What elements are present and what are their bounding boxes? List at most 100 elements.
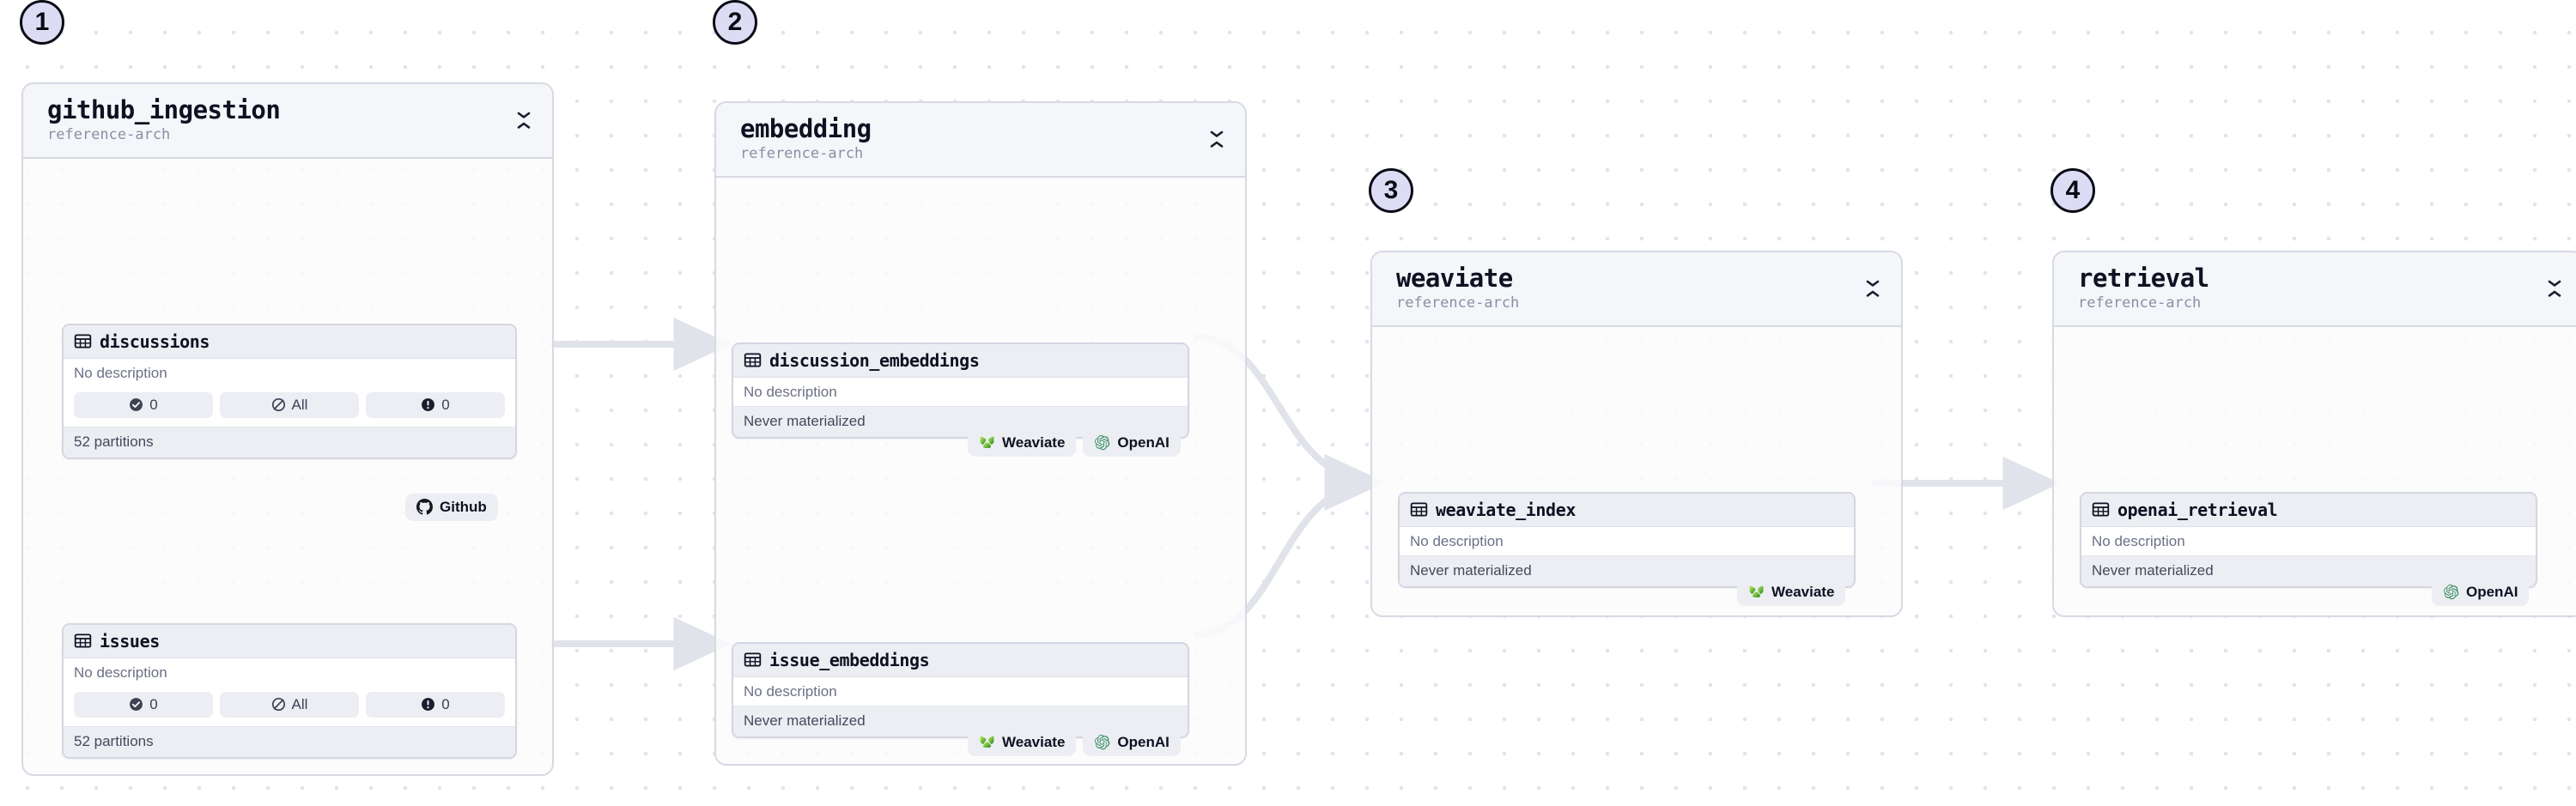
asset-node-discussion-embeddings[interactable]: discussion_embeddings No description Nev… — [732, 342, 1189, 439]
asset-kinds-discussions: Github — [405, 493, 498, 521]
status-pill-materialized[interactable]: 0 — [74, 391, 213, 418]
kind-badge-label: Weaviate — [1002, 733, 1066, 750]
asset-header: issues — [64, 624, 515, 658]
status-pill-label: 0 — [441, 695, 450, 712]
group-header-retrieval[interactable]: retrieval reference-arch — [2054, 252, 2576, 327]
collapse-chevrons-icon[interactable] — [514, 106, 533, 135]
status-pill-alerts[interactable]: 0 — [366, 691, 505, 718]
group-header-github-ingestion[interactable]: github_ingestion reference-arch — [23, 84, 552, 159]
asset-name: discussions — [100, 330, 210, 352]
asset-description: No description — [64, 358, 515, 387]
kind-badge-label: OpenAI — [1117, 733, 1170, 750]
group-subtitle: reference-arch — [1396, 294, 1520, 312]
asset-name: weaviate_index — [1436, 499, 1576, 520]
table-icon — [74, 633, 92, 648]
asset-node-issues[interactable]: issues No description 0 All 0 52 partiti… — [62, 622, 517, 759]
check-circle-icon — [130, 398, 143, 412]
status-pill-alerts[interactable]: 0 — [366, 391, 505, 418]
kind-badge-github[interactable]: Github — [405, 493, 498, 521]
asset-name: discussion_embeddings — [769, 349, 980, 371]
kind-badge-openai[interactable]: OpenAI — [1083, 428, 1181, 457]
status-pill-freshness[interactable]: All — [220, 391, 359, 418]
kind-badge-label: Github — [440, 498, 487, 515]
weaviate-icon — [980, 736, 994, 748]
asset-header: openai_retrieval — [2081, 493, 2536, 527]
collapse-chevrons-icon[interactable] — [1863, 274, 1882, 303]
group-body-weaviate: weaviate_index No description Never mate… — [1372, 327, 1901, 615]
kind-badge-label: Weaviate — [1002, 433, 1066, 451]
asset-description: No description — [1400, 526, 1854, 555]
openai-icon — [2444, 585, 2459, 600]
openai-icon — [1095, 435, 1110, 451]
asset-header: discussion_embeddings — [733, 343, 1188, 378]
status-pill-freshness[interactable]: All — [220, 691, 359, 718]
group-body-retrieval: openai_retrieval No description Never ma… — [2054, 327, 2576, 615]
asset-footer: 52 partitions — [64, 426, 515, 458]
alert-circle-icon — [422, 698, 435, 712]
asset-kinds-weaviate-index: Weaviate — [1737, 578, 1846, 606]
kind-badge-label: OpenAI — [2466, 583, 2518, 600]
asset-node-weaviate-index[interactable]: weaviate_index No description Never mate… — [1398, 491, 1856, 588]
asset-description: No description — [2081, 526, 2536, 555]
asset-header: discussions — [64, 324, 515, 359]
alert-circle-icon — [422, 398, 435, 412]
kind-badge-weaviate[interactable]: Weaviate — [1737, 578, 1846, 606]
collapse-chevrons-icon[interactable] — [1207, 124, 1226, 154]
kind-badge-openai[interactable]: OpenAI — [1083, 728, 1181, 756]
kind-badge-label: Weaviate — [1771, 583, 1835, 600]
step-marker-2: 2 — [713, 0, 757, 45]
asset-kinds-issue-embeddings: Weaviate OpenAI — [968, 728, 1181, 756]
asset-header: issue_embeddings — [733, 643, 1188, 677]
asset-kinds-discussion-embeddings: Weaviate OpenAI — [968, 428, 1181, 457]
table-icon — [744, 353, 762, 367]
asset-footer: Never materialized — [2081, 555, 2536, 586]
kind-badge-weaviate[interactable]: Weaviate — [968, 728, 1077, 756]
group-subtitle: reference-arch — [740, 145, 864, 163]
asset-status-row: 0 All 0 — [64, 386, 515, 427]
github-icon — [416, 499, 433, 515]
group-header-embedding[interactable]: embedding reference-arch — [716, 103, 1245, 178]
table-icon — [744, 652, 762, 667]
asset-name: issue_embeddings — [769, 649, 930, 670]
group-subtitle: reference-arch — [47, 126, 171, 144]
status-pill-label: All — [291, 695, 308, 712]
group-embedding[interactable]: embedding reference-arch discussion_embe… — [714, 101, 1247, 766]
openai-icon — [1095, 735, 1110, 750]
check-circle-icon — [130, 698, 143, 712]
status-pill-label: 0 — [441, 396, 450, 413]
status-pill-materialized[interactable]: 0 — [74, 691, 213, 718]
group-subtitle: reference-arch — [2078, 294, 2202, 312]
kind-badge-label: OpenAI — [1117, 433, 1170, 451]
kind-badge-weaviate[interactable]: Weaviate — [968, 428, 1077, 457]
status-pill-label: 0 — [149, 396, 158, 413]
group-title: github_ingestion — [47, 95, 281, 124]
asset-node-openai-retrieval[interactable]: openai_retrieval No description Never ma… — [2080, 491, 2537, 588]
group-title: embedding — [740, 114, 872, 143]
group-body-embedding: discussion_embeddings No description Nev… — [716, 178, 1245, 764]
weaviate-icon — [1749, 585, 1764, 597]
collapse-chevrons-icon[interactable] — [2545, 274, 2564, 303]
asset-kinds-openai-retrieval: OpenAI — [2432, 578, 2530, 606]
kind-badge-openai[interactable]: OpenAI — [2432, 578, 2530, 606]
asset-node-issue-embeddings[interactable]: issue_embeddings No description Never ma… — [732, 641, 1189, 738]
group-retrieval[interactable]: retrieval reference-arch openai_retrieva… — [2052, 251, 2576, 617]
table-icon — [1410, 502, 1428, 517]
group-title: retrieval — [2078, 264, 2209, 293]
asset-name: issues — [100, 630, 160, 651]
status-pill-label: 0 — [149, 695, 158, 712]
asset-description: No description — [733, 377, 1188, 406]
asset-status-row: 0 All 0 — [64, 686, 515, 726]
step-marker-1: 1 — [20, 0, 64, 45]
group-weaviate[interactable]: weaviate reference-arch weaviate_index N… — [1370, 251, 1903, 617]
freshness-slash-icon — [271, 398, 285, 412]
step-marker-4: 4 — [2050, 168, 2095, 213]
asset-node-discussions[interactable]: discussions No description 0 All 0 52 pa… — [62, 323, 517, 459]
group-header-weaviate[interactable]: weaviate reference-arch — [1372, 252, 1901, 327]
asset-footer: Never materialized — [733, 405, 1188, 437]
asset-description: No description — [733, 676, 1188, 706]
group-github-ingestion[interactable]: github_ingestion reference-arch discussi… — [21, 82, 554, 776]
asset-footer: 52 partitions — [64, 725, 515, 757]
group-title: weaviate — [1396, 264, 1513, 293]
weaviate-icon — [980, 436, 994, 448]
status-pill-label: All — [291, 396, 308, 413]
